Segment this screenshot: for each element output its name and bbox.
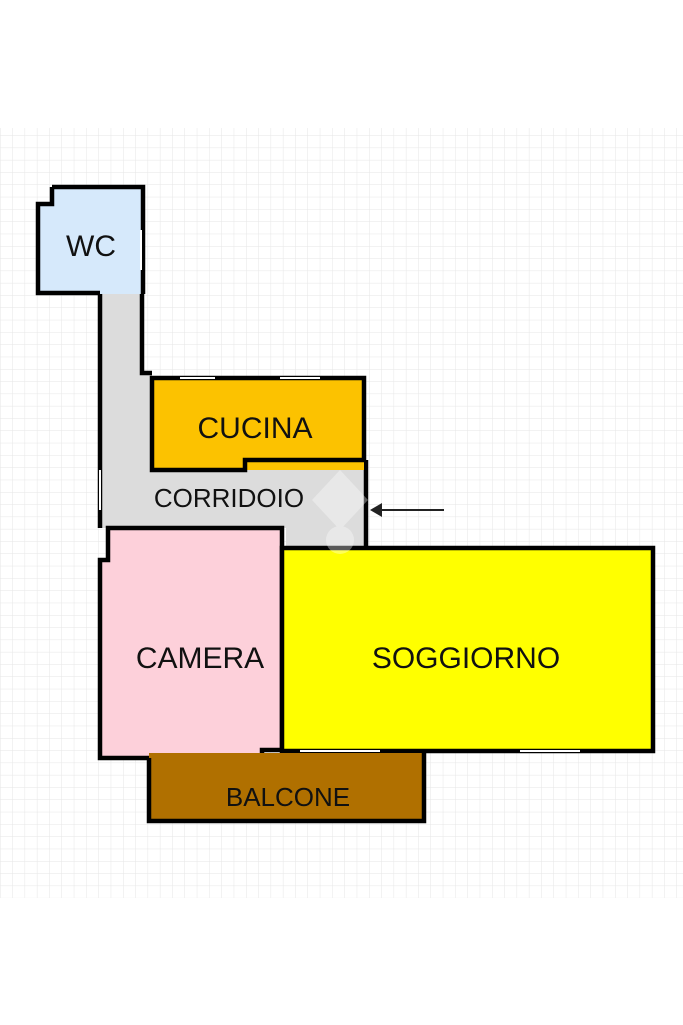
cucina-walls: [149, 375, 367, 473]
room-camera: [100, 528, 282, 770]
room-cucina: [152, 378, 364, 470]
soggiorno-walls: [279, 545, 656, 754]
room-soggiorno: [282, 548, 653, 751]
label-balcone: BALCONE: [226, 782, 350, 812]
left-arrow-icon: [370, 503, 444, 517]
label-camera: CAMERA: [136, 642, 264, 675]
label-soggiorno: SOGGIORNO: [372, 642, 560, 675]
openings: [99, 230, 580, 752]
label-corridoio: CORRIDOIO: [154, 483, 304, 513]
balcone-walls: [146, 753, 427, 824]
watermark-logo: [312, 470, 368, 554]
label-wc: WC: [66, 230, 116, 263]
room-corridoio: [100, 294, 366, 548]
room-balcone: [149, 753, 424, 821]
room-wc: [38, 187, 143, 294]
label-cucina: CUCINA: [197, 412, 312, 445]
wc-walls: [35, 184, 146, 296]
